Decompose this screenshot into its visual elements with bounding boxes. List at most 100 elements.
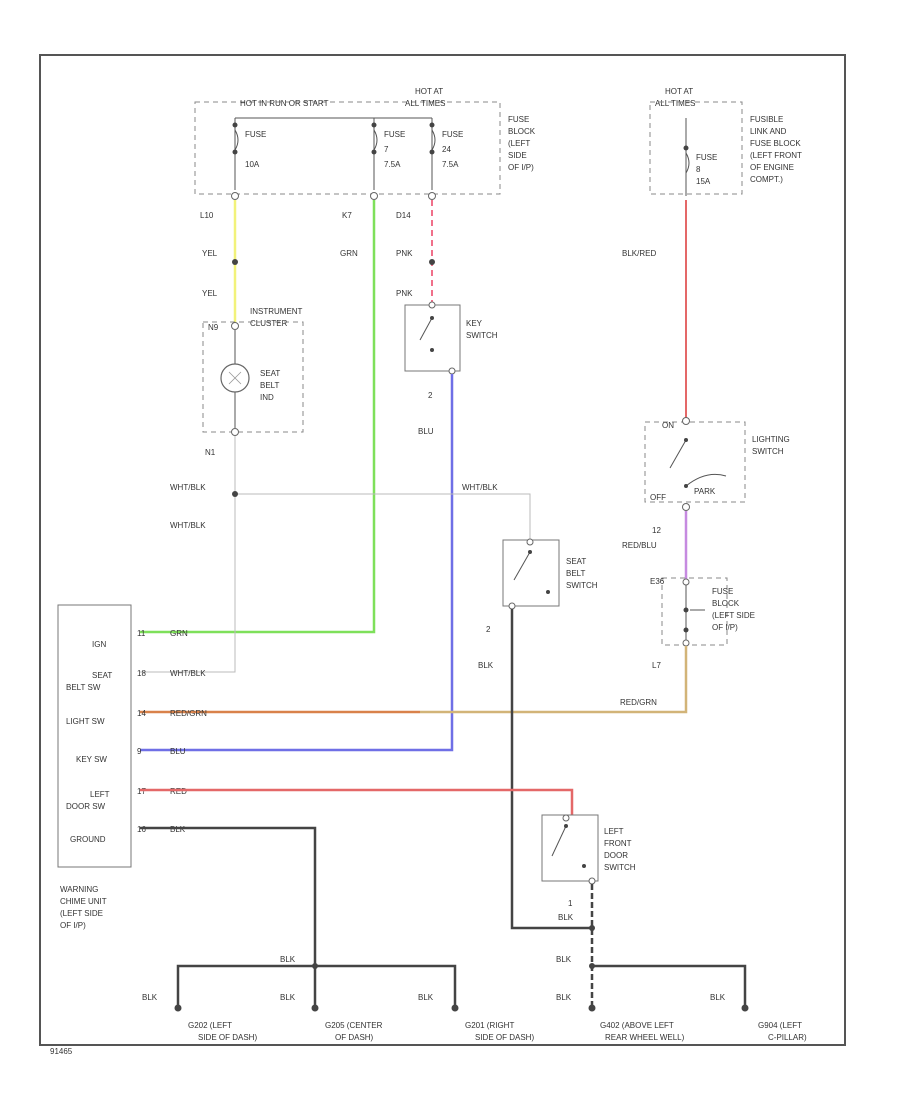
pin-12: 12: [652, 526, 661, 535]
door-switch-top-pin: [562, 814, 570, 822]
lighting-switch-arm: [685, 473, 727, 487]
wire-yel-2: YEL: [202, 289, 218, 298]
blk-7: BLK: [556, 993, 572, 1002]
pin-k7: K7: [342, 211, 352, 220]
door-1: LEFT: [604, 827, 624, 836]
door-4: SWITCH: [604, 863, 636, 872]
hot-at-all-times-label: HOT AT: [415, 87, 443, 96]
blk-4: BLK: [142, 993, 158, 1002]
key-switch-terminal: [430, 348, 434, 352]
upin-2: 18: [137, 669, 146, 678]
fuse-block-label-5: OF I/P): [508, 163, 534, 172]
seat-belt-switch-bottom-pin: [508, 602, 516, 610]
fusible-label-5: OF ENGINE: [750, 163, 794, 172]
fusible-label-4: (LEFT FRONT: [750, 151, 802, 160]
unit-door-1: LEFT: [90, 790, 110, 799]
fuse-mid-label: FUSE: [384, 130, 405, 139]
ground-label-g201-a: G201 (RIGHT: [465, 1021, 514, 1030]
wire-whtblk-2: WHT/BLK: [170, 521, 206, 530]
ground-label-g402-b: REAR WHEEL WELL): [605, 1033, 685, 1042]
lighting-switch-top-pin: [682, 417, 690, 425]
wire-redblu: RED/BLU: [622, 541, 657, 550]
pink-splice: [429, 259, 435, 265]
pin-key: 2: [428, 391, 433, 400]
pin-n1-point: [231, 428, 239, 436]
fuse-block-outline: [194, 101, 501, 195]
unit-seat-2: BELT SW: [66, 683, 101, 692]
ground-g904: [741, 1004, 749, 1012]
pin-n9: N9: [208, 323, 219, 332]
diagram-frame: [39, 54, 846, 1046]
ground-label-g205-a: G205 (CENTER: [325, 1021, 383, 1030]
lighting-2: SWITCH: [752, 447, 784, 456]
fuse-right-num: 24: [442, 145, 451, 154]
fuse-block-b3: (LEFT SIDE: [712, 611, 755, 620]
lamp-filament: [228, 371, 242, 385]
chime-2: CHIME UNIT: [60, 897, 107, 906]
chime-3: (LEFT SIDE: [60, 909, 103, 918]
lighting-switch-terminal: [684, 484, 688, 488]
seat-belt-sw-2: BELT: [566, 569, 586, 578]
fuse-far-amp: 15A: [696, 177, 711, 186]
fuse-block-label-4: SIDE: [508, 151, 527, 160]
wire-blk-ground-bar: [176, 964, 457, 1008]
fuse-block-b4: OF I/P): [712, 623, 738, 632]
fuse-7: FUSE 7 7.5A: [371, 118, 405, 190]
ground-label-g202-a: G202 (LEFT: [188, 1021, 232, 1030]
upin-4: 9: [137, 747, 142, 756]
fuse-left-amp: 10A: [245, 160, 260, 169]
pin-d14: D14: [396, 211, 411, 220]
unit-seat-1: SEAT: [92, 671, 112, 680]
fusible-label-1: FUSIBLE: [750, 115, 783, 124]
ground-g202: [174, 1004, 182, 1012]
uwire-1: GRN: [170, 629, 188, 638]
ground-label-g201-b: SIDE OF DASH): [475, 1033, 534, 1042]
uwire-3: RED/GRN: [170, 709, 207, 718]
pin-k7-point: [370, 192, 378, 200]
key-switch-top-pin: [428, 301, 436, 309]
wire-grn: GRN: [340, 249, 358, 258]
ground-splice-left: [312, 963, 318, 969]
blk-5: BLK: [280, 993, 296, 1002]
lighting-switch-outline: [644, 421, 746, 503]
wire-blk-ground: [140, 826, 317, 1008]
wire-wht-blk-vertical: [140, 436, 236, 673]
ground-splice-right: [589, 963, 595, 969]
blk-3: BLK: [280, 955, 296, 964]
ground-g402: [588, 1004, 596, 1012]
ground-g205: [311, 1004, 319, 1012]
door-3: DOOR: [604, 851, 628, 860]
lighting-switch-pivot: [684, 438, 688, 442]
fuse-right-amp: 7.5A: [442, 160, 459, 169]
upin-5: 17: [137, 787, 146, 796]
fuse-10a: FUSE 10A: [232, 118, 266, 190]
ground-label-g202-b: SIDE OF DASH): [198, 1033, 257, 1042]
pin-n9-point: [231, 322, 239, 330]
key-switch-bottom-pin: [448, 367, 456, 375]
lower-fuse-node-1: [683, 607, 689, 613]
pin-d14-point: [428, 192, 436, 200]
unit-key: KEY SW: [76, 755, 107, 764]
pin-n1: N1: [205, 448, 216, 457]
lighting-switch-contact: [669, 439, 687, 469]
instrument-label-2: CLUSTER: [250, 319, 288, 328]
fuse-block-label-2: BLOCK: [508, 127, 536, 136]
fusible-label-6: COMPT.): [750, 175, 783, 184]
door-2: FRONT: [604, 839, 632, 848]
fuse-mid-num: 7: [384, 145, 389, 154]
door-splice: [589, 925, 595, 931]
pin-door: 1: [568, 899, 573, 908]
fuse-block-b1: FUSE: [712, 587, 733, 596]
chime-4: OF I/P): [60, 921, 86, 930]
wire-blk-g904: [592, 964, 747, 1008]
lower-fuse-node-2: [683, 627, 689, 633]
blk-1: BLK: [558, 913, 574, 922]
hot-at-all-times-label-2: ALL TIMES: [405, 99, 445, 108]
unit-ground: GROUND: [70, 835, 106, 844]
unit-light: LIGHT SW: [66, 717, 105, 726]
seat-belt-switch-box: [502, 539, 560, 607]
ground-label-g904-a: G904 (LEFT: [758, 1021, 802, 1030]
pos-on: ON: [662, 421, 674, 430]
instrument-cluster-outline: [202, 321, 304, 433]
unit-door-2: DOOR SW: [66, 802, 106, 811]
